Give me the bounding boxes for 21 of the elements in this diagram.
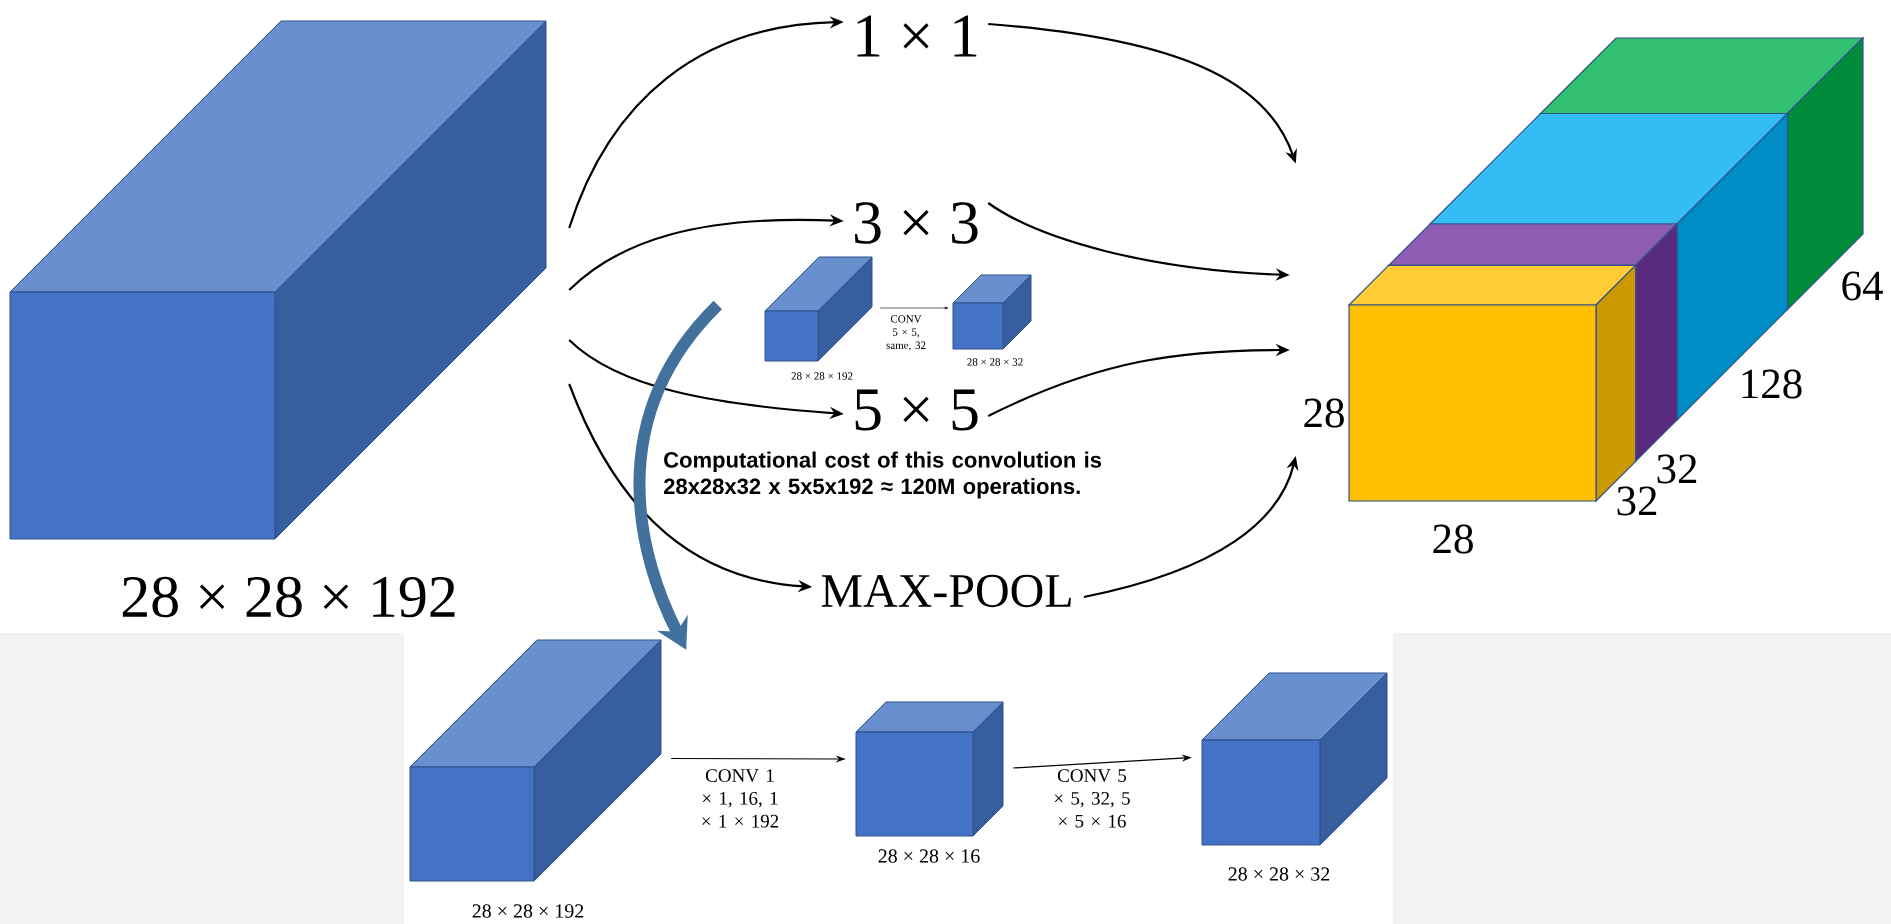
- layer-label: 3 × 3: [855, 202, 978, 244]
- layer-label: 1 × 1: [857, 15, 977, 57]
- dimension-label: 28 × 28 × 192: [791, 372, 853, 380]
- note-text: Computational cost of this convolution is 28x28x32 x 5x5x192 ≈ 120M operations.: [664, 451, 1102, 499]
- edge-label: CONV 5 × 5, 32, 5 × 5 × 16: [1035, 768, 1149, 829]
- dimension-label: 28 × 28 × 32: [967, 358, 1023, 366]
- dimension-label: 64: [1842, 271, 1883, 301]
- layer-label: 5 × 5: [855, 389, 978, 431]
- dimension-label: 32: [1617, 486, 1657, 516]
- dimension-label: 28 × 28 × 192: [472, 904, 584, 918]
- edge-label: CONV 5 × 5, same, 32: [884, 314, 928, 352]
- dimension-label: 32: [1657, 454, 1697, 484]
- layer-label: MAX-POOL: [821, 574, 1071, 608]
- edge-label: CONV 1 × 1, 16, 1 × 1 × 192: [683, 768, 797, 829]
- dimension-label: 28 × 28 × 192: [122, 576, 455, 618]
- arrow: [879, 306, 949, 310]
- dimension-label: 128: [1742, 369, 1802, 399]
- dimension-label: 28: [1304, 398, 1344, 428]
- dimension-label: 28 × 28 × 32: [1228, 867, 1330, 881]
- dimension-label: 28: [1433, 524, 1473, 554]
- dimension-label: 28 × 28 × 16: [878, 849, 980, 863]
